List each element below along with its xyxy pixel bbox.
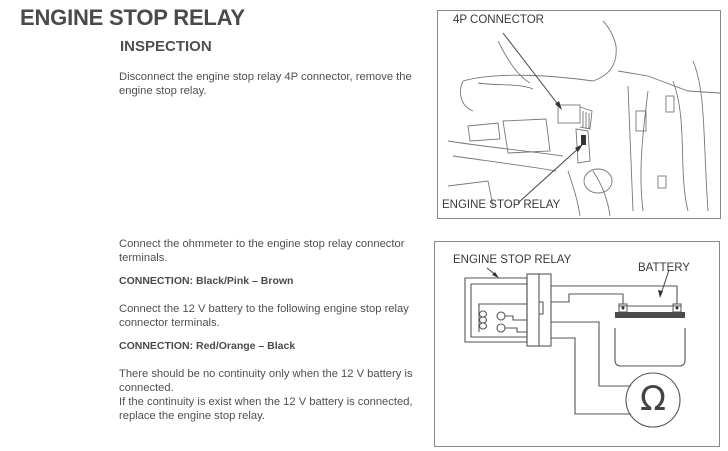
label-battery: BATTERY <box>638 262 690 274</box>
instruction-disconnect: Disconnect the engine stop relay 4P conn… <box>119 71 412 97</box>
result-expected: There should be no continuity only when … <box>119 368 413 394</box>
figure-test-circuit: ENGINE STOP RELAY BATTERY Ω <box>434 241 720 447</box>
label-engine-stop-relay: ENGINE STOP RELAY <box>442 199 561 211</box>
page-title: ENGINE STOP RELAY <box>20 5 245 30</box>
section-heading: INSPECTION <box>120 38 212 55</box>
label-engine-stop-relay-diagram: ENGINE STOP RELAY <box>453 254 572 266</box>
figure-relay-location: 4P CONNECTOR ENGINE STOP RELAY <box>437 10 721 219</box>
test-circuit-diagram <box>464 267 686 428</box>
ohmmeter-icon: Ω <box>640 379 666 419</box>
connection-battery: CONNECTION: Red/Orange – Black <box>119 340 296 352</box>
relay-location-drawing <box>447 20 720 217</box>
connection-ohmmeter: CONNECTION: Black/Pink – Brown <box>119 275 294 287</box>
label-4p-connector: 4P CONNECTOR <box>453 14 544 26</box>
instruction-battery: Connect the 12 V battery to the followin… <box>119 303 409 329</box>
instruction-ohmmeter: Connect the ohmmeter to the engine stop … <box>119 238 405 264</box>
result-replace: If the continuity is exist when the 12 V… <box>119 396 413 422</box>
